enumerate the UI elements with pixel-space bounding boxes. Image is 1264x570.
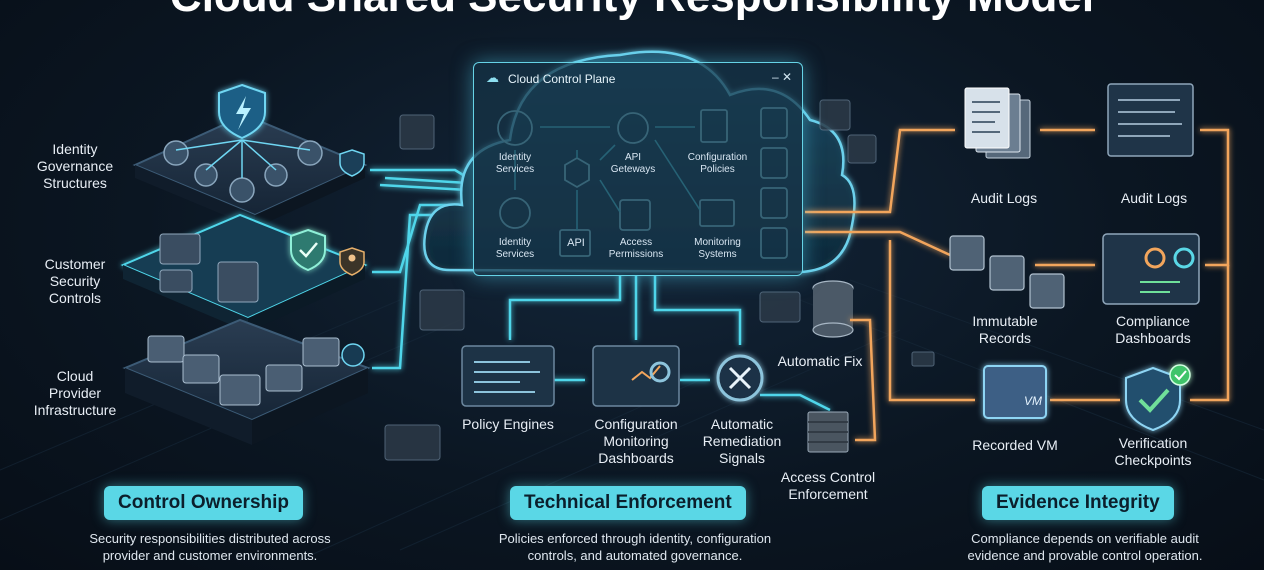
config-dashboard-panel [592,345,680,407]
pill-control-ownership: Control Ownership [104,486,303,520]
globe-shield-icon [341,343,365,367]
pill-evidence-integrity: Evidence Integrity [982,486,1174,520]
decorative-servers [384,99,935,461]
provider-layer [122,318,371,445]
vm-server-icon [983,365,1047,419]
window-title: Cloud Control Plane [508,72,616,86]
audit-monitor-icon [1107,83,1194,157]
label-recorded-vm: Recorded VM [972,437,1058,453]
firewall-icon [807,411,849,453]
database-icon [812,280,854,338]
customer-server-icons [159,233,259,303]
desc-control-ownership: Security responsibilities distributed ac… [89,531,331,563]
policy-engine-panel [461,345,555,407]
identity-user-icons [163,140,323,203]
label-audit-logs-2: Audit Logs [1120,190,1188,206]
cloud-icon: ☁ [486,70,499,85]
compliance-dashboard-icon [1102,233,1200,305]
customer-shield-icon [290,228,326,272]
orange-fix-path [850,318,877,442]
evidence-chain [805,128,1230,402]
control-plane-window: ☁ Cloud Control Plane – ✕ [473,62,803,276]
immutable-cubes-icon [949,235,1065,309]
person-lock-icon [339,247,365,276]
api-box-label: API [567,237,585,249]
provider-server-icons [147,335,340,406]
verification-shield-icon [1125,364,1191,432]
vm-badge-text: VM [1024,394,1042,408]
small-shield-icon [339,149,365,177]
page-title: Cloud Shared Security Responsibility Mod… [0,0,1264,22]
label-policy-engines: Policy Engines [462,416,554,432]
identity-arrows [175,139,311,178]
identity-layer [132,113,368,228]
label-audit-logs-1: Audit Logs [970,190,1038,206]
shield-lightning-icon [218,83,266,140]
label-automatic-fix: Automatic Fix [777,353,863,369]
gear-wrench-icon [716,354,764,402]
enforcement-connectors [508,275,831,412]
desc-technical-enforcement: Policies enforced through identity, conf… [498,531,772,563]
window-controls[interactable]: – ✕ [771,70,792,84]
pill-technical-enforcement: Technical Enforcement [510,486,746,520]
audit-docs-icon [964,87,1031,159]
